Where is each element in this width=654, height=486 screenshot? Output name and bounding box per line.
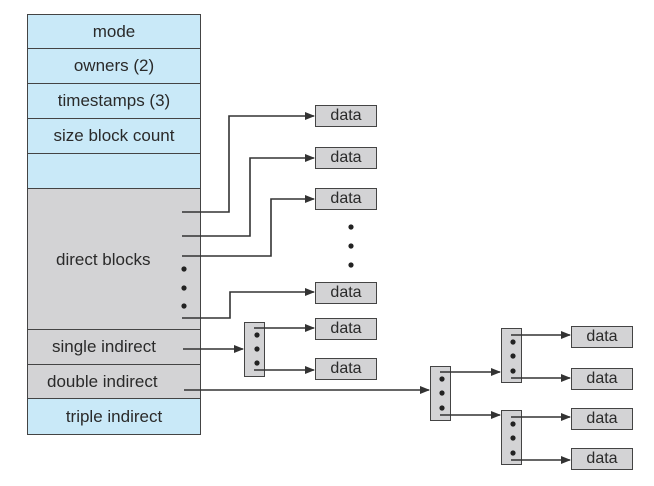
pointer-dot: [439, 390, 445, 396]
pointer-dot: [254, 360, 260, 366]
ellipsis-dot: [348, 243, 354, 249]
data-block: data: [571, 448, 633, 470]
data-block: data: [315, 105, 377, 127]
ellipsis-dot: [181, 285, 187, 291]
ellipsis-dot: [181, 266, 187, 272]
data-block: data: [571, 368, 633, 390]
field-triple-indirect: triple indirect: [27, 399, 201, 435]
data-block: data: [315, 358, 377, 380]
field-direct-blocks: direct blocks: [27, 189, 201, 330]
ellipsis-dot: [348, 262, 354, 268]
pointer-line: [182, 195, 315, 257]
field-single-indirect: single indirect: [27, 330, 201, 365]
data-block: data: [315, 147, 377, 169]
pointer-dot: [510, 339, 516, 345]
pointer-dot: [510, 450, 516, 456]
ellipsis-dot: [181, 303, 187, 309]
data-block: data: [571, 326, 633, 348]
field-timestamps: timestamps (3): [27, 84, 201, 119]
pointer-dot: [254, 346, 260, 352]
pointer-dot: [439, 376, 445, 382]
ellipsis-dot: [348, 224, 354, 230]
pointer-dot: [510, 435, 516, 441]
pointer-line: [182, 288, 315, 319]
data-block: data: [315, 188, 377, 210]
data-block: data: [571, 408, 633, 430]
pointer-dot: [510, 421, 516, 427]
field-size-block-count: size block count: [27, 119, 201, 154]
pointer-dot: [439, 405, 445, 411]
field-owners: owners (2): [27, 49, 201, 84]
pointer-line: [182, 112, 315, 213]
data-block: data: [315, 282, 377, 304]
field-blank: [27, 154, 201, 189]
field-mode: mode: [27, 14, 201, 49]
pointer-line: [182, 154, 315, 237]
pointer-dot: [254, 332, 260, 338]
data-block: data: [315, 318, 377, 340]
pointer-dot: [510, 368, 516, 374]
pointer-dot: [510, 353, 516, 359]
field-double-indirect: double indirect: [27, 365, 201, 399]
